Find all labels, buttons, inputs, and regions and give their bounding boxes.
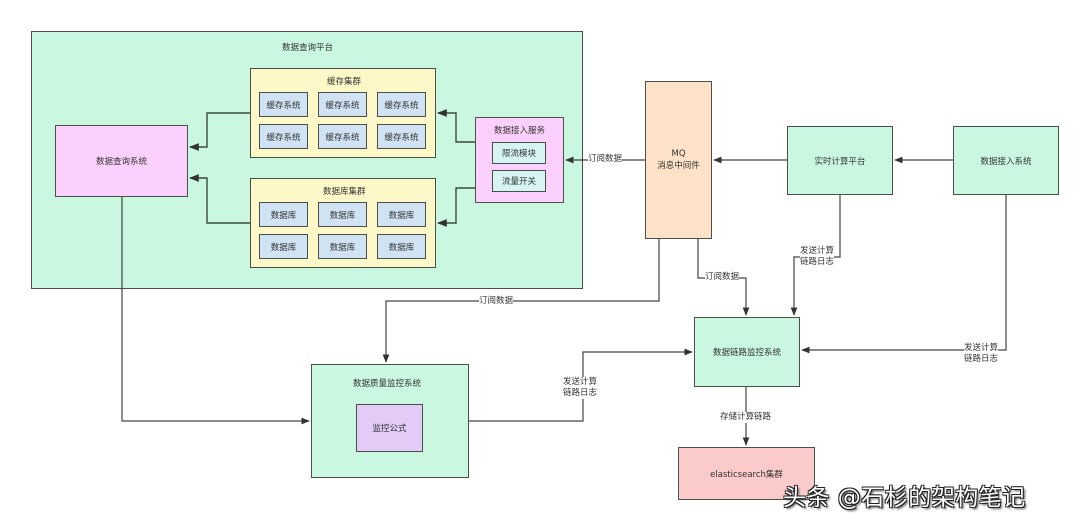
link-monitor-system[interactable]: 数据链路监控系统 bbox=[694, 317, 800, 387]
cache-node-label: 缓存系统 bbox=[266, 132, 301, 143]
db-node[interactable]: 数据库 bbox=[377, 202, 426, 227]
cache-node-label: 缓存系统 bbox=[384, 100, 419, 111]
edge-label-mq-to-ingest: 订阅数据 bbox=[588, 154, 623, 165]
query-system[interactable]: 数据查询系统 bbox=[55, 125, 188, 197]
mq-line1: MQ bbox=[671, 149, 686, 159]
monitor-formula-label: 监控公式 bbox=[372, 424, 407, 434]
edge-ingest-to-db bbox=[437, 187, 475, 227]
db-node[interactable]: 数据库 bbox=[259, 234, 308, 259]
edge-query-to-quality bbox=[121, 197, 310, 425]
db-node[interactable]: 数据库 bbox=[377, 234, 426, 259]
cache-node-label: 缓存系统 bbox=[266, 100, 301, 111]
edge-label-line: 发送计算 bbox=[800, 246, 835, 256]
edge-label-mq-to-link: 订阅数据 bbox=[705, 272, 740, 283]
cache-node-label: 缓存系统 bbox=[384, 132, 419, 143]
traffic-switch-module-label: 流量开关 bbox=[501, 177, 536, 187]
edge-mq-to-quality bbox=[382, 239, 660, 363]
edge-label-quality-to-link: 发送计算 链路日志 bbox=[563, 377, 598, 399]
data-access-system-label: 数据接入系统 bbox=[980, 156, 1032, 167]
db-cluster-title: 数据库集群 bbox=[323, 187, 366, 197]
watermark-text: 头条 @石杉的架构笔记 bbox=[783, 485, 1026, 511]
db-node-label: 数据库 bbox=[329, 210, 356, 221]
mq-line2: 消息中间件 bbox=[657, 161, 700, 171]
edge-access-to-link bbox=[801, 195, 1007, 354]
db-node-label: 数据库 bbox=[388, 242, 415, 253]
edge-label-access-to-link: 发送计算 链路日志 bbox=[964, 343, 999, 365]
db-node-label: 数据库 bbox=[388, 210, 415, 221]
cache-cluster-title: 缓存集群 bbox=[327, 77, 362, 87]
edge-label-line: 链路日志 bbox=[964, 354, 999, 364]
edge-ingest-to-cache bbox=[437, 109, 475, 143]
data-access-system[interactable]: 数据接入系统 bbox=[953, 126, 1059, 195]
cache-node[interactable]: 缓存系统 bbox=[259, 92, 308, 117]
edge-label-mq-to-quality: 订阅数据 bbox=[479, 296, 514, 307]
ingest-service-title: 数据接入服务 bbox=[494, 126, 546, 136]
edge-label-line: 发送计算 bbox=[964, 343, 999, 353]
cache-node[interactable]: 缓存系统 bbox=[377, 124, 426, 149]
db-node[interactable]: 数据库 bbox=[318, 202, 367, 227]
db-node[interactable]: 数据库 bbox=[259, 202, 308, 227]
traffic-switch-module[interactable]: 流量开关 bbox=[492, 170, 546, 192]
cache-node-label: 缓存系统 bbox=[325, 100, 360, 111]
cache-node-label: 缓存系统 bbox=[325, 132, 360, 143]
realtime-compute-platform-label: 实时计算平台 bbox=[814, 156, 866, 167]
query-system-label: 数据查询系统 bbox=[95, 157, 147, 167]
db-node-label: 数据库 bbox=[270, 242, 297, 253]
db-node-label: 数据库 bbox=[270, 210, 297, 221]
query-platform-title: 数据查询平台 bbox=[282, 43, 334, 53]
cache-node[interactable]: 缓存系统 bbox=[318, 92, 367, 117]
realtime-compute-platform[interactable]: 实时计算平台 bbox=[787, 126, 893, 195]
db-node-label: 数据库 bbox=[329, 242, 356, 253]
rate-limit-module-label: 限流模块 bbox=[501, 149, 536, 159]
edge-label-realtime-to-link: 发送计算 链路日志 bbox=[800, 246, 835, 268]
mq-middleware[interactable]: MQ 消息中间件 bbox=[645, 81, 712, 239]
quality-monitor-title: 数据质量监控系统 bbox=[353, 379, 422, 389]
cache-node[interactable]: 缓存系统 bbox=[377, 92, 426, 117]
elasticsearch-cluster[interactable]: elasticsearch集群 bbox=[678, 447, 815, 500]
cache-node[interactable]: 缓存系统 bbox=[259, 124, 308, 149]
cache-node[interactable]: 缓存系统 bbox=[318, 124, 367, 149]
elasticsearch-cluster-label: elasticsearch集群 bbox=[710, 469, 783, 480]
monitor-formula[interactable]: 监控公式 bbox=[356, 404, 423, 452]
edge-label-link-to-es: 存储计算链路 bbox=[720, 412, 772, 423]
rate-limit-module[interactable]: 限流模块 bbox=[492, 142, 546, 164]
edge-label-line: 链路日志 bbox=[563, 388, 598, 398]
db-node[interactable]: 数据库 bbox=[318, 234, 367, 259]
edge-cache-to-query bbox=[189, 112, 250, 151]
edge-label-line: 链路日志 bbox=[800, 257, 835, 267]
edge-label-line: 发送计算 bbox=[563, 377, 598, 387]
edge-db-to-query bbox=[189, 174, 250, 224]
link-monitor-system-label: 数据链路监控系统 bbox=[712, 348, 781, 358]
